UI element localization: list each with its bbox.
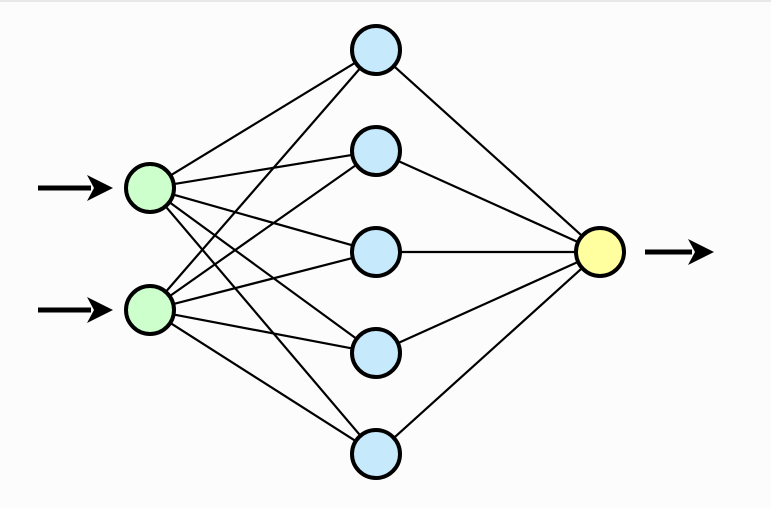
edge-i2-h2 xyxy=(169,164,357,297)
out-arrow-1-icon xyxy=(645,239,714,265)
edge-i2-h4 xyxy=(173,313,353,350)
edge-i1-h5 xyxy=(165,205,361,437)
edge-h4-o1 xyxy=(397,261,579,344)
in-arrow-1-head xyxy=(87,175,113,201)
edge-h1-o1 xyxy=(393,65,583,237)
edge-i1-h2 xyxy=(173,153,353,186)
in-arrow-2-head xyxy=(87,297,113,323)
edge-h2-o1 xyxy=(397,160,579,243)
node-h1-hidden[interactable] xyxy=(350,24,402,76)
edge-i1-h3 xyxy=(172,193,354,247)
edge-h5-o1 xyxy=(393,267,583,439)
edge-i2-h5 xyxy=(169,322,357,442)
in-arrow-2-icon xyxy=(38,297,113,323)
node-h4-hidden[interactable] xyxy=(350,327,402,379)
node-h2-hidden[interactable] xyxy=(350,125,402,177)
edge-i2-h3 xyxy=(173,257,353,305)
top-divider xyxy=(0,0,771,2)
edge-i2-h1 xyxy=(165,67,361,293)
edge-i1-h1 xyxy=(170,61,356,177)
node-h5-hidden[interactable] xyxy=(350,428,402,480)
nodes-group xyxy=(124,24,626,480)
io-arrows-group xyxy=(38,175,714,323)
in-arrow-1-icon xyxy=(38,175,113,201)
node-i2-input[interactable] xyxy=(124,284,176,336)
edges-group xyxy=(165,61,583,442)
out-arrow-1-head xyxy=(688,239,714,265)
node-o1-output[interactable] xyxy=(574,226,626,278)
node-i1-input[interactable] xyxy=(124,162,176,214)
node-h3-hidden[interactable] xyxy=(350,226,402,278)
edge-i1-h4 xyxy=(169,201,357,340)
